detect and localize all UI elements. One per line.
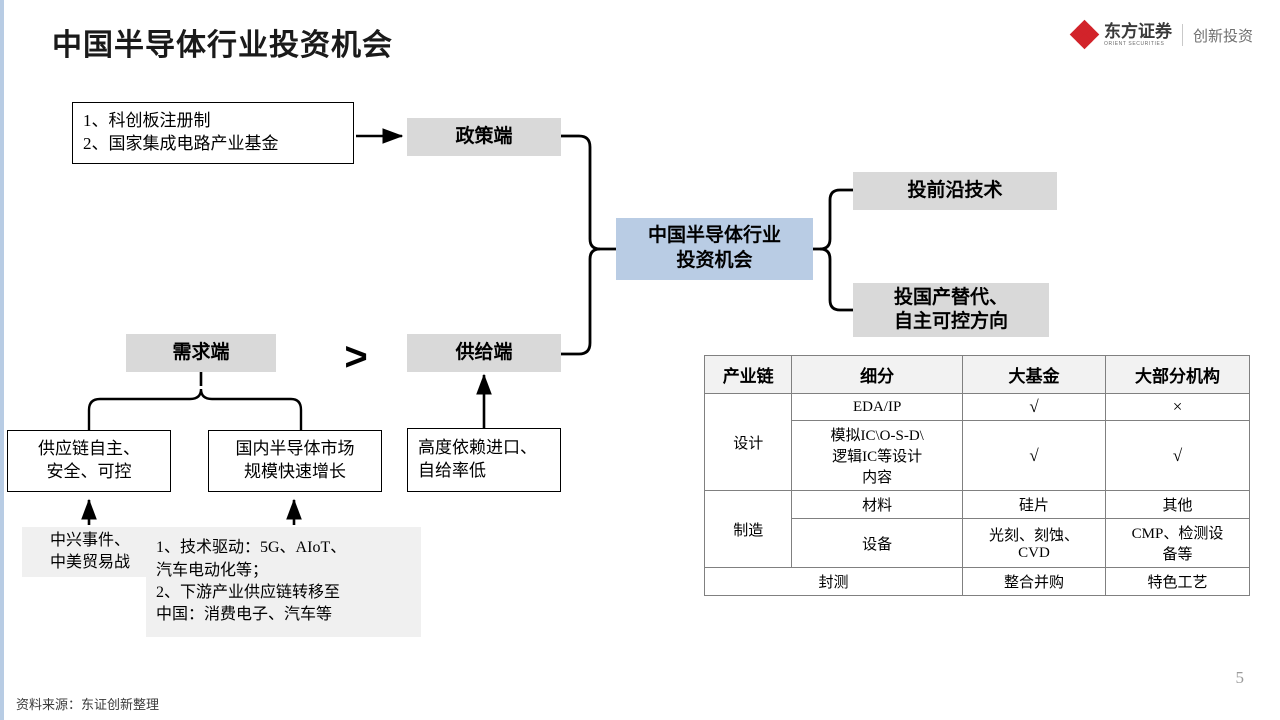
node-domestic-substitution: 投国产替代、 自主可控方向 [853, 283, 1049, 337]
table-header-most-institutions: 大部分机构 [1105, 355, 1250, 394]
cell-institutions-packaging: 特色工艺 [1105, 567, 1250, 596]
policy-input-line-2: 2、国家集成电路产业基金 [83, 134, 279, 153]
box-import-dependence: 高度依赖进口、 自给率低 [407, 428, 561, 492]
supply-chain-autonomy-line-1: 供应链自主、 [38, 439, 140, 459]
zte-trade-war-line-1: 中兴事件、 [49, 531, 130, 549]
zte-trade-war-line-2: 中美贸易战 [49, 554, 130, 571]
logo-sub-brand: 创新投资 [1193, 27, 1254, 45]
node-policy-side: 政策端 [407, 118, 561, 156]
table-header-big-fund: 大基金 [961, 355, 1107, 394]
ic-design-line-2: 逻辑IC等设计 [832, 449, 923, 465]
node-supply-side: 供给端 [407, 334, 561, 372]
cell-bigfund-eda-ip: √ [961, 393, 1107, 421]
comparison-greater-than-symbol: > [344, 334, 368, 379]
bigfund-equipment-line-2: CVD [1018, 545, 1050, 561]
table-row: 制造 材料 硅片 其他 [703, 490, 1250, 568]
center-topic-line-1: 中国半导体行业 [647, 225, 781, 247]
tech-drivers-line-4: 中国：消费电子、汽车等 [156, 606, 333, 624]
node-frontier-tech: 投前沿技术 [853, 172, 1057, 210]
cell-segment-eda-ip: EDA/IP [791, 393, 963, 421]
cell-chain-manufacturing: 制造 [703, 490, 793, 568]
node-demand-side: 需求端 [126, 334, 276, 372]
domestic-substitution-line-1: 投国产替代、 [893, 287, 1008, 309]
table-row: 设计 EDA/IP √ × [703, 393, 1250, 491]
table-row: 设备 光刻、刻蚀、 CVD CMP、检测设 备等 [705, 518, 1250, 568]
cell-bigfund-packaging: 整合并购 [961, 567, 1107, 596]
cell-institutions-equipment: CMP、检测设 备等 [1105, 518, 1250, 568]
domestic-market-growth-line-2: 规模快速增长 [244, 462, 346, 481]
table-header-segment: 细分 [791, 355, 963, 394]
logo-brand-en: ORIENT SECURITIES [1104, 41, 1165, 47]
cell-bigfund-materials: 硅片 [961, 490, 1107, 519]
box-tech-drivers: 1、技术驱动：5G、AIoT、 汽车电动化等； 2、下游产业供应链转移至 中国：… [146, 527, 421, 637]
institutions-equipment-line-1: CMP、检测设 [1131, 526, 1224, 542]
box-domestic-market-growth: 国内半导体市场 规模快速增长 [208, 430, 382, 492]
import-dependence-line-2: 自给率低 [418, 461, 486, 480]
box-zte-trade-war: 中兴事件、 中美贸易战 [22, 527, 158, 577]
ic-design-line-3: 内容 [862, 470, 893, 486]
cell-institutions-eda-ip: × [1105, 393, 1250, 421]
center-topic-line-2: 投资机会 [676, 250, 753, 271]
ic-design-line-1: 模拟IC\O-S-D\ [830, 428, 924, 444]
table-row: 封测 整合并购 特色工艺 [704, 567, 1250, 596]
box-supply-chain-autonomy: 供应链自主、 安全、可控 [7, 430, 171, 492]
tech-drivers-line-1: 1、技术驱动：5G、AIoT、 [156, 539, 347, 557]
cell-chain-design: 设计 [703, 393, 793, 491]
supply-chain-autonomy-line-2: 安全、可控 [46, 462, 132, 481]
import-dependence-line-1: 高度依赖进口、 [418, 438, 537, 458]
cell-chain-packaging-testing: 封测 [704, 567, 963, 596]
institutions-equipment-line-2: 备等 [1162, 547, 1193, 563]
domestic-substitution-line-2: 自主可控方向 [893, 311, 1008, 332]
table-header-row: 产业链 细分 大基金 大部分机构 [703, 355, 1250, 394]
logo-divider [1182, 24, 1183, 46]
page-number: 5 [1235, 668, 1245, 687]
cell-institutions-ic-design: √ [1105, 420, 1250, 491]
page-title: 中国半导体行业投资机会 [52, 29, 393, 62]
cell-segment-ic-design: 模拟IC\O-S-D\ 逻辑IC等设计 内容 [791, 420, 963, 491]
cell-institutions-materials: 其他 [1105, 490, 1250, 519]
source-note: 资料来源：东证创新整理 [16, 697, 160, 712]
policy-input-box: 1、科创板注册制 2、国家集成电路产业基金 [72, 102, 354, 164]
tech-drivers-line-2: 汽车电动化等； [156, 561, 269, 579]
domestic-market-growth-line-1: 国内半导体市场 [235, 439, 355, 459]
bigfund-equipment-line-1: 光刻、刻蚀、 [988, 528, 1079, 544]
policy-input-line-1: 1、科创板注册制 [83, 111, 211, 131]
table-header-chain: 产业链 [703, 355, 793, 394]
cell-segment-materials: 材料 [791, 490, 963, 519]
tech-drivers-line-3: 2、下游产业供应链转移至 [156, 584, 341, 601]
industry-chain-table: 产业链 细分 大基金 大部分机构 设计 EDA/IP √ × 模拟IC\O-S-… [703, 355, 1250, 596]
cell-bigfund-equipment: 光刻、刻蚀、 CVD [961, 518, 1107, 568]
node-center-topic: 中国半导体行业 投资机会 [616, 218, 813, 280]
logo-brand-cn: 东方证券 [1104, 22, 1172, 41]
brand-logo: 东方证券 ORIENT SECURITIES 创新投资 [1069, 18, 1254, 52]
cell-bigfund-ic-design: √ [961, 420, 1107, 491]
cell-segment-equipment: 设备 [791, 518, 963, 568]
table-row: 模拟IC\O-S-D\ 逻辑IC等设计 内容 √ √ [705, 420, 1250, 491]
orient-securities-diamond-icon [1069, 19, 1100, 50]
